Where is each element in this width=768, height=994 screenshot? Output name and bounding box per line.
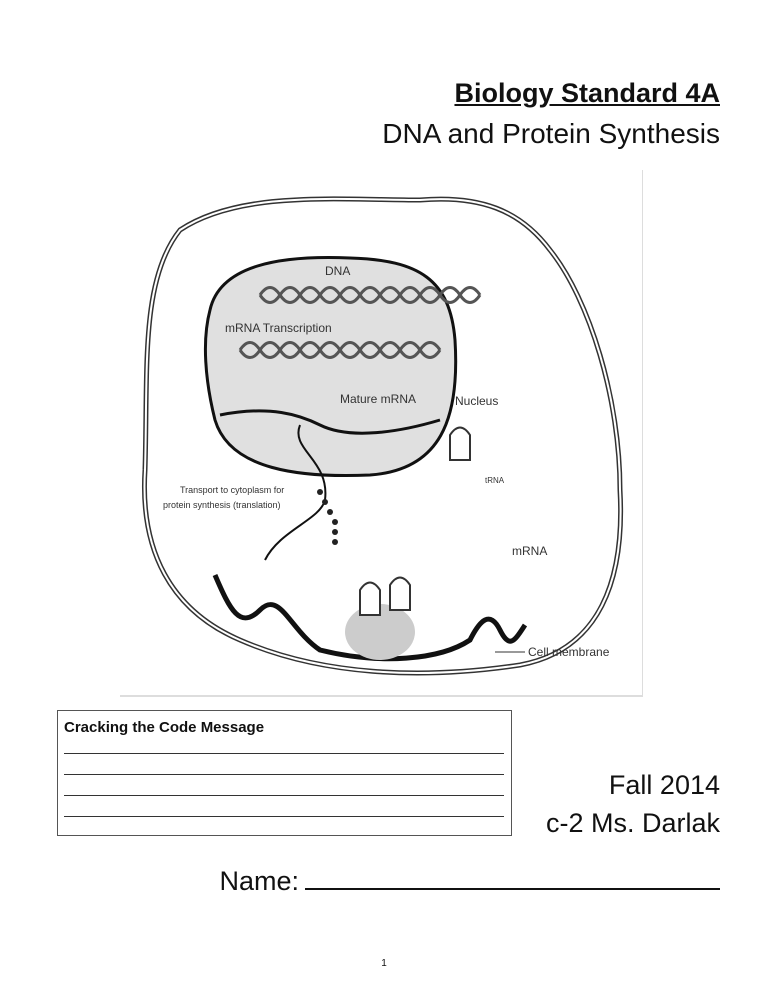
term: Fall 2014 (608, 770, 720, 800)
ribosome (345, 604, 415, 660)
label-mature-mrna: Mature mRNA (340, 392, 416, 406)
label-mrna: mRNA (512, 544, 547, 558)
answer-line[interactable] (64, 774, 504, 775)
answer-line[interactable] (64, 795, 504, 796)
nucleus (203, 256, 458, 478)
page-number: 1 (381, 958, 387, 969)
label-trna: tRNA (485, 476, 505, 485)
document-subtitle: DNA and Protein Synthesis (382, 118, 720, 149)
label-transport-2: protein synthesis (translation) (163, 500, 281, 510)
label-nucleus: Nucleus (455, 394, 498, 408)
name-label: Name: (219, 866, 299, 896)
label-transport-1: Transport to cytoplasm for (180, 485, 284, 495)
label-cell-membrane: Cell membrane (528, 645, 610, 659)
name-input-line[interactable] (305, 868, 720, 890)
name-field: Name: (219, 866, 720, 897)
protein-synthesis-diagram: DNA mRNA Transcription Mature mRNA Nucle… (120, 170, 643, 697)
dna-helix (238, 286, 482, 359)
code-message-title: Cracking the Code Message (64, 719, 265, 736)
label-transcription: mRNA Transcription (225, 321, 332, 335)
document-title: Biology Standard 4A (454, 78, 720, 108)
teacher: c-2 Ms. Darlak (545, 808, 720, 838)
answer-line[interactable] (64, 753, 504, 754)
code-message-box: Cracking the Code Message (57, 710, 512, 836)
answer-line[interactable] (64, 816, 504, 817)
label-dna: DNA (325, 264, 350, 278)
mature-mrna-strand (219, 409, 441, 435)
